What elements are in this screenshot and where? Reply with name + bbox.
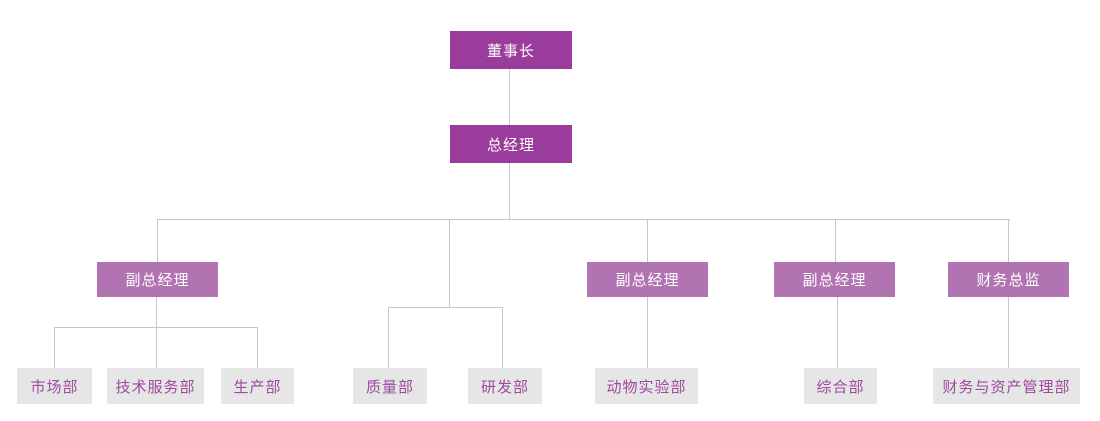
connector-line bbox=[388, 307, 502, 308]
connector-line bbox=[509, 69, 510, 125]
node-chairman-label: 董事长 bbox=[486, 42, 535, 60]
connector-line bbox=[647, 219, 648, 262]
node-finance-director-label: 财务总监 bbox=[976, 272, 1041, 289]
node-production-dept: 生产部 bbox=[221, 368, 294, 404]
connector-line bbox=[1008, 297, 1009, 368]
connector-line bbox=[156, 297, 157, 368]
node-production-dept-label: 生产部 bbox=[233, 378, 282, 396]
connector-line bbox=[54, 327, 55, 368]
connector-line bbox=[449, 219, 450, 307]
node-rd-dept-label: 研发部 bbox=[480, 378, 529, 396]
node-finance-asset-dept: 财务与资产管理部 bbox=[933, 368, 1080, 404]
node-quality-dept: 质量部 bbox=[353, 368, 427, 404]
node-deputy-gm-2-label: 副总经理 bbox=[615, 272, 680, 289]
node-deputy-gm-2: 副总经理 bbox=[587, 262, 708, 297]
connector-line bbox=[257, 327, 258, 368]
node-chairman: 董事长 bbox=[450, 31, 572, 69]
node-finance-asset-dept-label: 财务与资产管理部 bbox=[942, 378, 1071, 396]
connector-line bbox=[157, 219, 158, 262]
node-deputy-gm-3: 副总经理 bbox=[774, 262, 895, 297]
node-tech-service-dept-label: 技术服务部 bbox=[115, 378, 196, 396]
node-general-affairs-dept: 综合部 bbox=[804, 368, 877, 404]
node-animal-lab-dept: 动物实验部 bbox=[595, 368, 698, 404]
node-deputy-gm-3-label: 副总经理 bbox=[802, 272, 867, 289]
connector-line bbox=[647, 297, 648, 368]
connector-line bbox=[509, 163, 510, 219]
node-rd-dept: 研发部 bbox=[468, 368, 542, 404]
node-general-manager: 总经理 bbox=[450, 125, 572, 163]
connector-line bbox=[388, 307, 389, 368]
node-animal-lab-dept-label: 动物实验部 bbox=[606, 378, 687, 396]
node-marketing-dept-label: 市场部 bbox=[30, 378, 79, 396]
node-quality-dept-label: 质量部 bbox=[365, 378, 414, 396]
node-general-affairs-dept-label: 综合部 bbox=[816, 378, 865, 396]
node-marketing-dept: 市场部 bbox=[17, 368, 92, 404]
node-deputy-gm-1: 副总经理 bbox=[97, 262, 218, 297]
connector-line bbox=[837, 297, 838, 368]
connector-line bbox=[835, 219, 836, 262]
node-finance-director: 财务总监 bbox=[948, 262, 1069, 297]
connector-line bbox=[502, 307, 503, 368]
node-deputy-gm-1-label: 副总经理 bbox=[125, 272, 190, 289]
connector-line bbox=[1008, 219, 1009, 262]
node-tech-service-dept: 技术服务部 bbox=[107, 368, 204, 404]
node-general-manager-label: 总经理 bbox=[486, 136, 535, 154]
connector-line bbox=[54, 327, 257, 328]
connector-line bbox=[157, 219, 1010, 220]
